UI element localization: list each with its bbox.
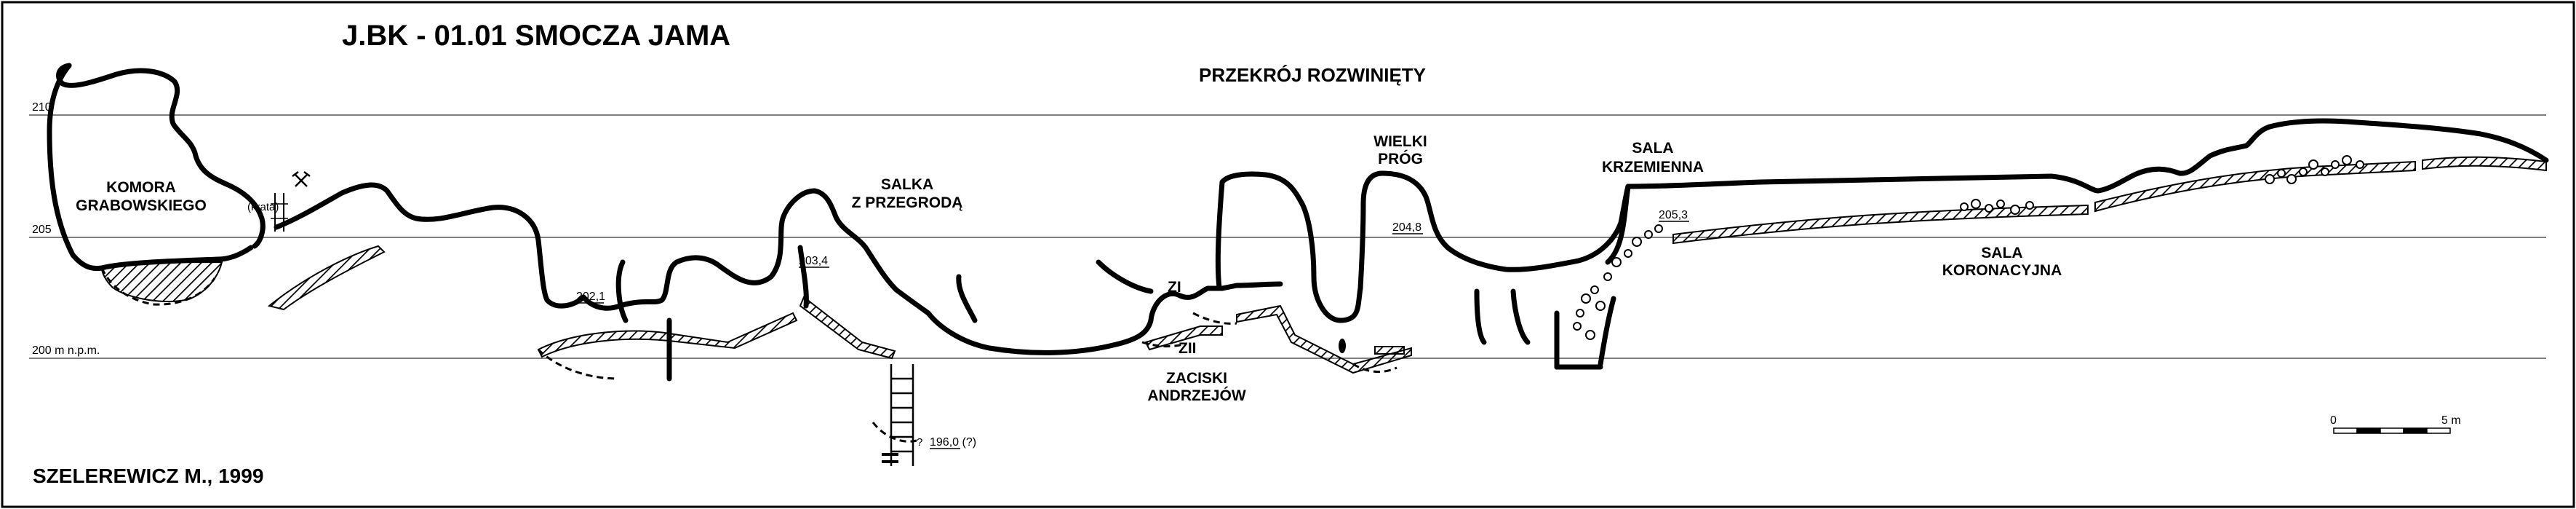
- shaft-ladder: [890, 364, 914, 466]
- chamber-label-zaciski-line2: ANDRZEJÓW: [1147, 387, 1246, 404]
- chamber-label-salka-line1: SALKA: [881, 176, 933, 193]
- passage-label-zii: ZII: [1179, 340, 1197, 357]
- sump-dashes: [882, 453, 898, 463]
- chamber-label-komora-line2: GRABOWSKIEGO: [76, 197, 207, 214]
- chamber-label-sala-krzemienna-line1: SALA: [1632, 140, 1673, 157]
- elevation-label-210: 210: [32, 101, 52, 114]
- spot-height-202-1: 202,1: [576, 291, 605, 303]
- spot-height-203-4: 203,4: [799, 255, 828, 267]
- chamber-label-wielki-prog-line1: WIELKI: [1373, 133, 1427, 150]
- elevation-label-200: 200 m n.p.m.: [32, 344, 100, 357]
- chamber-label-salka-line2: Z PRZEGRODĄ: [852, 194, 963, 211]
- chamber-labels: KOMORA GRABOWSKIEGO SALKA Z PRZEGRODĄ WI…: [76, 133, 2062, 404]
- chamber-label-sala-koronacyjna-line1: SALA: [1981, 245, 2022, 261]
- spot-height-204-8: 204,8: [1392, 221, 1421, 234]
- uncertain-passage-dashes: [100, 267, 1397, 443]
- diagram-title: J.BK - 01.01 SMOCZA JAMA: [342, 20, 730, 52]
- diagram-subtitle: PRZEKRÓJ ROZWINIĘTY: [1199, 64, 1426, 86]
- chamber-label-sala-krzemienna-line2: KRZEMIENNA: [1602, 159, 1704, 175]
- chamber-label-sala-koronacyjna-line2: KORONACYJNA: [1942, 262, 2062, 279]
- scale-bar: [2333, 427, 2451, 434]
- passage-label-zi: ZI: [1168, 279, 1181, 296]
- elevation-reference-lines: [29, 114, 2546, 359]
- passage-cross-section: [1339, 339, 1346, 353]
- grate-symbol: [271, 193, 288, 232]
- crossed-hammers-icon: [292, 171, 311, 187]
- unknown-depth-mark: ?: [917, 436, 922, 449]
- rock-boulders: [1573, 155, 2364, 340]
- elevation-label-205: 205: [32, 224, 52, 236]
- chamber-label-wielki-prog-line2: PRÓG: [1378, 150, 1423, 167]
- chamber-label-komora-line1: KOMORA: [106, 179, 176, 196]
- cave-passage-outline: [47, 63, 2549, 382]
- spot-height-196-0: 196,0 (?): [930, 436, 976, 449]
- author-credit: SZELEREWICZ M., 1999: [33, 465, 263, 487]
- spot-heights: 203,4 202,1 204,8 205,3 196,0 (?) ?: [576, 209, 1689, 449]
- chamber-label-zaciski-line1: ZACISKI: [1166, 370, 1227, 387]
- floor-sediment-hatching: [100, 156, 2547, 374]
- spot-height-205-3: 205,3: [1659, 209, 1688, 221]
- scale-bar-start-label: 0: [2330, 414, 2337, 427]
- scale-bar-end-label: 5 m: [2441, 414, 2461, 427]
- krata-label: (krata): [247, 201, 279, 213]
